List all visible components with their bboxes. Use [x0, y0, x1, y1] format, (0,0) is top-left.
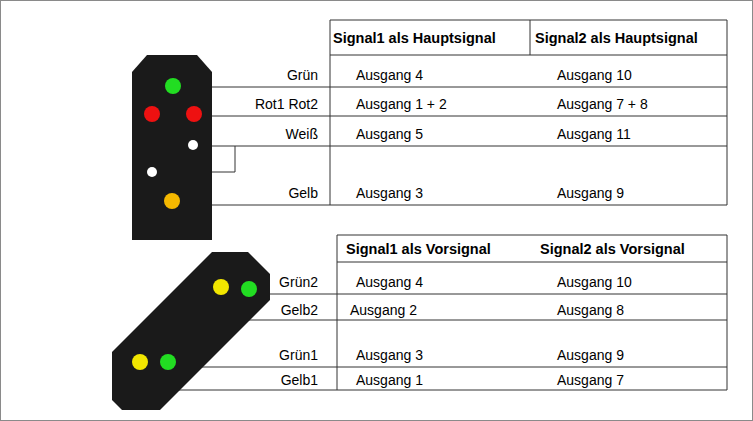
output-cell: Ausgang 4 — [356, 67, 423, 83]
output-cell: Ausgang 9 — [557, 347, 624, 363]
output-cell: Ausgang 4 — [356, 274, 423, 290]
output-cell: Ausgang 2 — [350, 302, 417, 318]
signal-name: Gelb2 — [281, 302, 318, 318]
table-header: Signal2 als Vorsignal — [540, 241, 685, 257]
signal-name: Gelb1 — [281, 372, 318, 388]
output-cell: Ausgang 3 — [356, 347, 423, 363]
signal-name: Grün2 — [279, 274, 318, 290]
output-cell: Ausgang 7 — [557, 372, 624, 388]
output-cell: Ausgang 5 — [356, 126, 423, 142]
signal-name: Grün — [287, 67, 318, 83]
signal-name: Rot1 Rot2 — [255, 96, 318, 112]
output-cell: Ausgang 10 — [557, 274, 632, 290]
output-cell: Ausgang 10 — [557, 67, 632, 83]
output-cell: Ausgang 11 — [557, 126, 631, 142]
output-cell: Ausgang 1 — [356, 372, 423, 388]
table-header: Signal2 als Hauptsignal — [535, 30, 698, 46]
table-header: Signal1 als Vorsignal — [346, 241, 491, 257]
table-header: Signal1 als Hauptsignal — [333, 30, 496, 46]
output-cell: Ausgang 1 + 2 — [356, 96, 447, 112]
output-cell: Ausgang 7 + 8 — [557, 96, 648, 112]
output-cell: Ausgang 9 — [557, 185, 624, 201]
output-cell: Ausgang 3 — [356, 185, 423, 201]
signal-name: Gelb — [288, 185, 318, 201]
signal-name: Weiß — [286, 126, 318, 142]
signal-name: Grün1 — [279, 347, 318, 363]
output-cell: Ausgang 8 — [557, 302, 624, 318]
